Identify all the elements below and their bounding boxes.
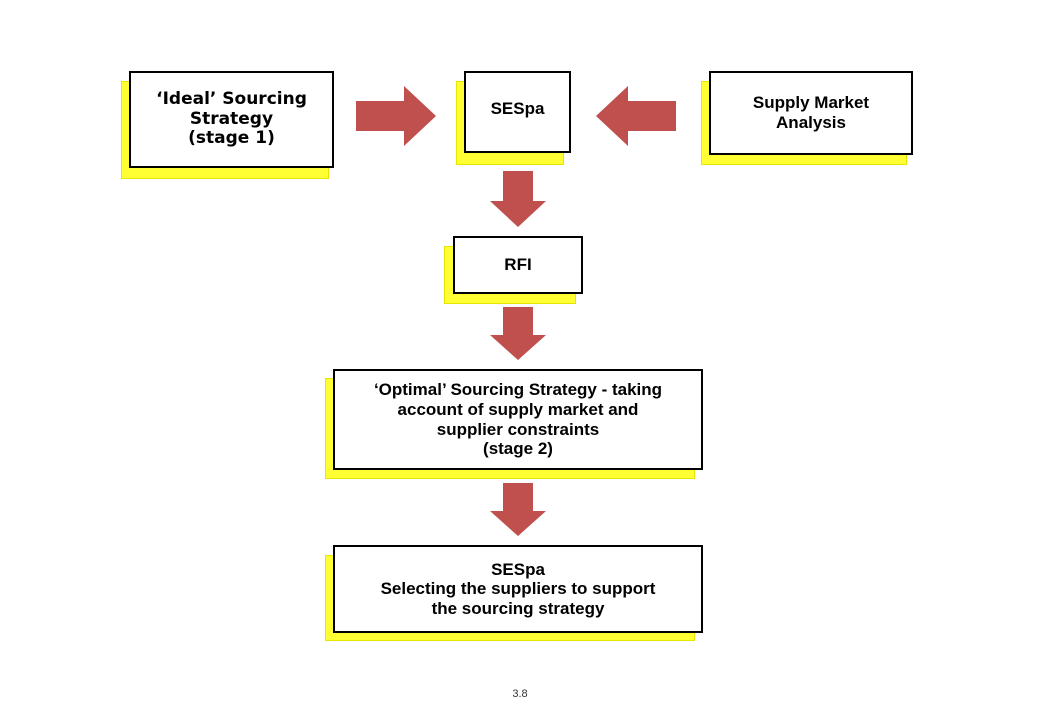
box-ideal: ‘Ideal’ Sourcing Strategy (stage 1) xyxy=(129,71,334,168)
box-optimal-line-4: (stage 2) xyxy=(483,439,553,459)
box-optimal: ‘Optimal’ Sourcing Strategy - taking acc… xyxy=(333,369,703,470)
box-supply-market: Supply Market Analysis xyxy=(709,71,913,155)
box-supply-line-1: Supply Market xyxy=(752,93,870,113)
box-sespa-bottom-line-1: SESpa xyxy=(491,559,545,579)
arrow-supply-to-sespa xyxy=(596,86,676,146)
arrow-ideal-to-sespa xyxy=(356,86,436,146)
box-rfi: RFI xyxy=(453,236,583,294)
page-number: 3.8 xyxy=(512,688,528,700)
box-sespa-bottom-line-3: the sourcing strategy xyxy=(431,598,605,618)
box-sespa-top: SESpa xyxy=(464,71,571,153)
box-sespa-bottom-line-2: Selecting the suppliers to support xyxy=(380,579,656,599)
box-supply-line-2: Analysis xyxy=(776,113,846,132)
box-sespa-bottom: SESpa Selecting the suppliers to support… xyxy=(333,545,703,633)
box-optimal-line-2: account of supply market and xyxy=(397,399,639,419)
box-rfi-label: RFI xyxy=(504,255,532,275)
box-sespa-top-label: SESpa xyxy=(490,99,545,118)
box-ideal-line-2: Strategy xyxy=(189,108,274,129)
arrow-rfi-to-optimal xyxy=(490,307,546,360)
box-ideal-line-3: (stage 1) xyxy=(188,128,275,149)
arrow-optimal-to-sespa-bottom xyxy=(490,483,546,536)
arrow-sespa-to-rfi xyxy=(490,171,546,227)
box-optimal-line-1: ‘Optimal’ Sourcing Strategy - taking xyxy=(373,380,663,400)
box-optimal-line-3: supplier constraints xyxy=(436,419,600,439)
box-ideal-line-1: ‘Ideal’ Sourcing xyxy=(156,89,307,110)
